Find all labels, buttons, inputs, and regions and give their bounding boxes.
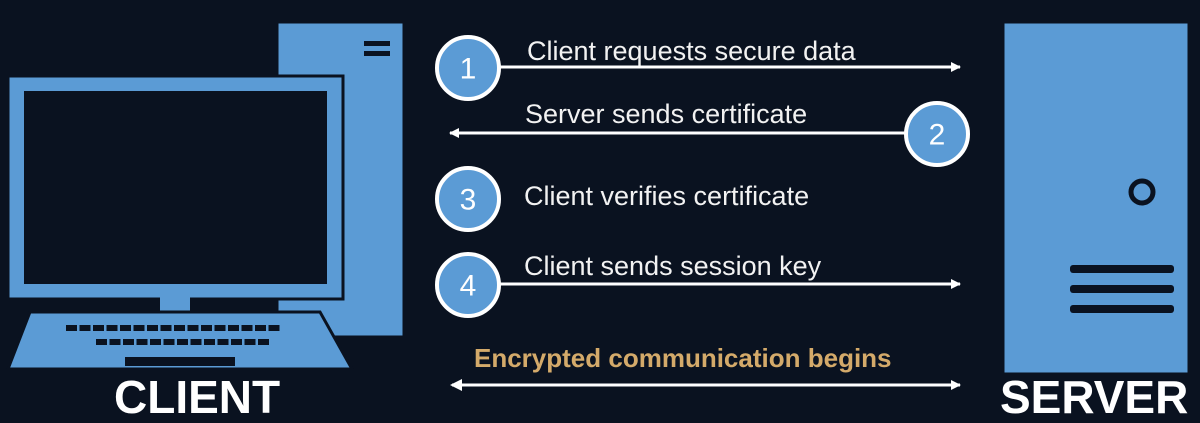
keyboard-keys xyxy=(66,325,280,345)
keyboard-key xyxy=(268,325,280,331)
step-2-text: Server sends certificate xyxy=(525,99,808,129)
server-label: SERVER xyxy=(1000,371,1189,423)
keyboard-key xyxy=(147,325,158,331)
keyboard-key xyxy=(187,325,199,331)
keyboard-key xyxy=(177,339,188,345)
step-1-number: 1 xyxy=(460,53,477,86)
keyboard-key xyxy=(204,339,215,345)
step-3-number: 3 xyxy=(460,184,477,217)
keyboard-key xyxy=(190,339,202,345)
keyboard-key xyxy=(174,325,185,331)
server-vent xyxy=(1070,265,1174,273)
step-4-badge: 4 xyxy=(435,252,501,318)
client-tower-slot xyxy=(364,51,390,56)
step-3-badge: 3 xyxy=(435,166,501,232)
keyboard-key xyxy=(120,325,131,331)
keyboard-key xyxy=(228,325,239,331)
server-vent xyxy=(1070,305,1174,313)
client-computer-icon xyxy=(5,20,406,371)
keyboard-key xyxy=(150,339,161,345)
keyboard-key xyxy=(241,325,253,331)
step-2-number: 2 xyxy=(929,119,946,152)
step-1-badge: 1 xyxy=(435,35,501,101)
keyboard-key xyxy=(66,325,77,331)
step-3-text: Client verifies certificate xyxy=(524,181,810,211)
keyboard-key xyxy=(109,339,121,345)
keyboard-key xyxy=(123,339,134,345)
client-label: CLIENT xyxy=(114,371,281,423)
client-monitor-stand xyxy=(160,296,190,314)
keyboard-key xyxy=(93,325,104,331)
keyboard-key xyxy=(163,339,175,345)
keyboard-key xyxy=(244,339,256,345)
client-tower-slot xyxy=(364,41,390,46)
server-body xyxy=(1001,20,1191,376)
server-power-button xyxy=(1128,178,1156,206)
keyboard-key xyxy=(231,339,242,345)
keyboard-key xyxy=(160,325,172,331)
step-1-text: Client requests secure data xyxy=(527,36,856,66)
encrypted-channel-arrow-left-head xyxy=(450,379,462,391)
keyboard-spacebar xyxy=(125,357,235,366)
keyboard-key xyxy=(201,325,212,331)
keyboard-key xyxy=(258,339,269,345)
step-4-text: Client sends session key xyxy=(524,251,822,281)
keyboard-key xyxy=(217,339,229,345)
step-2-badge: 2 xyxy=(904,101,970,167)
keyboard-key xyxy=(133,325,145,331)
keyboard-key xyxy=(106,325,118,331)
keyboard-key xyxy=(79,325,91,331)
server-icon xyxy=(1001,20,1191,376)
keyboard-key xyxy=(214,325,226,331)
keyboard-key xyxy=(136,339,148,345)
keyboard-key xyxy=(255,325,266,331)
keyboard-key xyxy=(96,339,107,345)
server-vent xyxy=(1070,285,1174,293)
client-screen xyxy=(24,91,327,284)
encrypted-communication-label: Encrypted communication begins xyxy=(474,343,892,373)
step-4-number: 4 xyxy=(460,270,477,303)
